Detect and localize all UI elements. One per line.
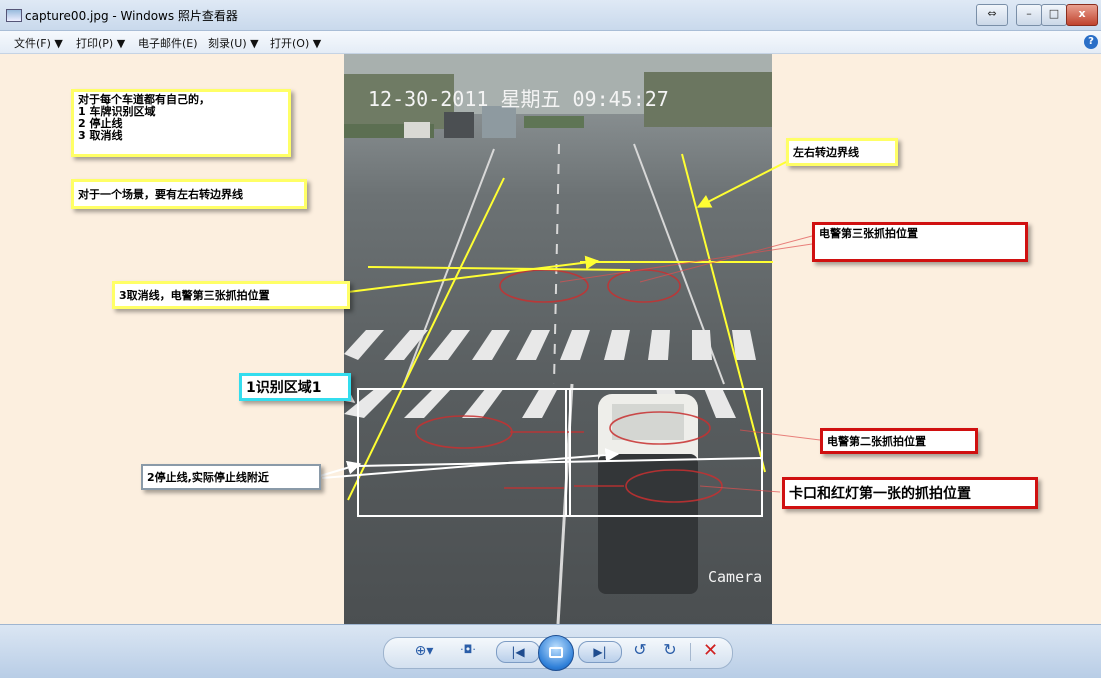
zoom-icon[interactable]: ⊕▾	[414, 643, 434, 659]
help-icon[interactable]: ?	[1084, 35, 1098, 49]
crosswalk-stripe	[692, 330, 712, 360]
crosswalk-stripe	[704, 388, 736, 418]
menu-open[interactable]: 打开(O) ▼	[270, 37, 322, 50]
menu-burn[interactable]: 刻录(U) ▼	[208, 37, 259, 50]
van-rear	[598, 454, 698, 594]
maximize-button[interactable]: □	[1041, 4, 1067, 26]
crosswalk-stripe	[732, 330, 756, 360]
second-capture-note: 电警第二张抓拍位置	[820, 428, 978, 454]
crosswalk-stripe	[428, 330, 470, 360]
trees-right	[644, 72, 772, 127]
capture-ellipse	[607, 269, 681, 303]
bus-far	[482, 106, 516, 138]
crosswalk-stripe	[404, 388, 452, 418]
lane-note-line: 对于每个车道都有自己的，	[78, 93, 210, 106]
lane-note-line: 1 车牌识别区域	[78, 105, 156, 118]
rotate-ccw-icon[interactable]: ↺	[633, 640, 647, 659]
lane-note-line: 2 停止线	[78, 117, 123, 130]
menu-file[interactable]: 文件(F) ▼	[14, 37, 63, 50]
cancel-line-note: 3取消线，电警第三张抓拍位置	[112, 281, 350, 309]
scene-note: 对于一个场景，要有左右转边界线	[71, 179, 307, 209]
lane-note: 对于每个车道都有自己的， 1 车牌识别区域 2 停止线 3 取消线	[71, 89, 291, 157]
car-far-white	[404, 122, 430, 138]
crosswalk-stripe	[462, 388, 504, 418]
photo-viewer-icon	[6, 9, 22, 22]
van-roof	[612, 404, 684, 440]
crosswalk-stripe	[604, 330, 630, 360]
close-button[interactable]: x	[1066, 4, 1098, 26]
camera-label: Camera	[708, 568, 762, 586]
traffic-camera-photo: 12-30-2011 星期五 09:45:27 Camera	[344, 54, 772, 624]
window-title: capture00.jpg - Windows 照片查看器	[25, 9, 238, 23]
crosswalk-stripe	[648, 330, 670, 360]
hedge-median	[524, 116, 584, 128]
lane-note-line: 3 取消线	[78, 129, 123, 142]
crosswalk-stripe	[344, 388, 394, 418]
slideshow-button[interactable]	[538, 635, 574, 671]
delete-icon[interactable]: ✕	[703, 640, 719, 661]
fit-window-icon[interactable]: ·◘·	[460, 643, 476, 656]
lane-line-4	[556, 383, 574, 624]
previous-button[interactable]: |◀	[496, 641, 540, 663]
bottom-toolbar: ⊕▾ ·◘· |◀ ▶| ↺ ↻ ✕	[0, 624, 1101, 678]
capture-ellipse	[415, 415, 513, 449]
crosswalk-stripe	[384, 330, 428, 360]
toolbar-separator	[690, 643, 691, 661]
stop-line-note: 2停止线,实际停止线附近	[141, 464, 321, 490]
menu-print[interactable]: 打印(P) ▼	[76, 37, 126, 50]
menu-bar: 文件(F) ▼ 打印(P) ▼ 电子邮件(E) 刻录(U) ▼ 打开(O) ▼ …	[0, 31, 1101, 54]
first-capture-note: 卡口和红灯第一张的抓拍位置	[782, 477, 1038, 509]
menu-email[interactable]: 电子邮件(E)	[138, 37, 198, 50]
photo-timestamp: 12-30-2011 星期五 09:45:27	[368, 87, 669, 111]
crosswalk-stripe	[344, 330, 384, 360]
minimize-button[interactable]: –	[1016, 4, 1042, 26]
third-capture-note: 电警第三张抓拍位置	[812, 222, 1028, 262]
lane-line-2	[553, 143, 560, 385]
turn-boundary-note: 左右转边界线	[786, 138, 898, 166]
crosswalk-stripe	[472, 330, 510, 360]
truck-far	[444, 112, 474, 138]
trees-left	[344, 74, 454, 129]
title-bar: capture00.jpg - Windows 照片查看器 ⇔ – □ x	[0, 0, 1101, 31]
photo-scene: 12-30-2011 星期五 09:45:27 Camera	[344, 54, 772, 624]
next-button[interactable]: ▶|	[578, 641, 622, 663]
region-note: 1识别区域1	[239, 373, 351, 401]
crosswalk-stripe	[522, 388, 558, 418]
crosswalk-stripe	[516, 330, 550, 360]
rotate-cw-icon[interactable]: ↻	[663, 640, 677, 659]
capture-ellipse	[499, 269, 589, 303]
restore-icon[interactable]: ⇔	[976, 4, 1008, 26]
crosswalk-stripe	[560, 330, 590, 360]
